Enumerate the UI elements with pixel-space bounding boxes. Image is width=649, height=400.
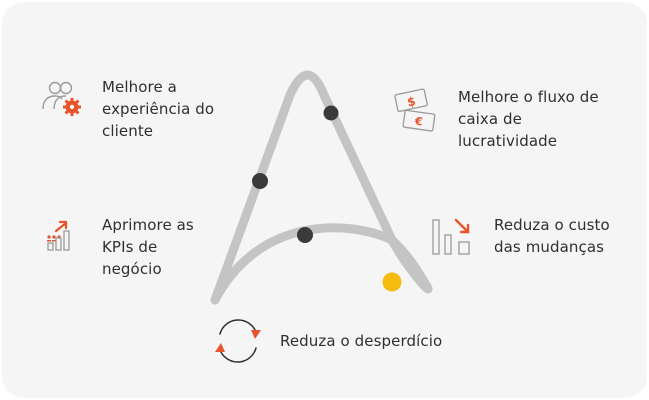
benefit-label-kpis: Aprimore as KPIs de negócio	[102, 216, 194, 278]
money-bills-icon: $ €	[394, 88, 436, 132]
chart-down-icon	[432, 218, 470, 255]
dollar-symbol: $	[406, 94, 417, 109]
benefit-label-cashflow: Melhore o fluxo de caixa de lucratividad…	[458, 88, 599, 150]
path-node-cashflow	[323, 105, 339, 121]
benefit-label-customer: Melhore a experiência do cliente	[102, 78, 215, 140]
refresh-arrows-icon	[215, 319, 261, 363]
path-node-customer	[252, 173, 268, 189]
users-gear-icon	[42, 81, 81, 116]
benefit-label-waste: Reduza o desperdício	[280, 332, 443, 350]
chart-up-icon	[47, 220, 70, 251]
path-node-kpis	[297, 227, 313, 243]
euro-symbol: €	[413, 115, 423, 129]
path-node-cost	[382, 272, 402, 292]
benefit-label-cost: Reduza o custo das mudanças	[494, 216, 610, 256]
